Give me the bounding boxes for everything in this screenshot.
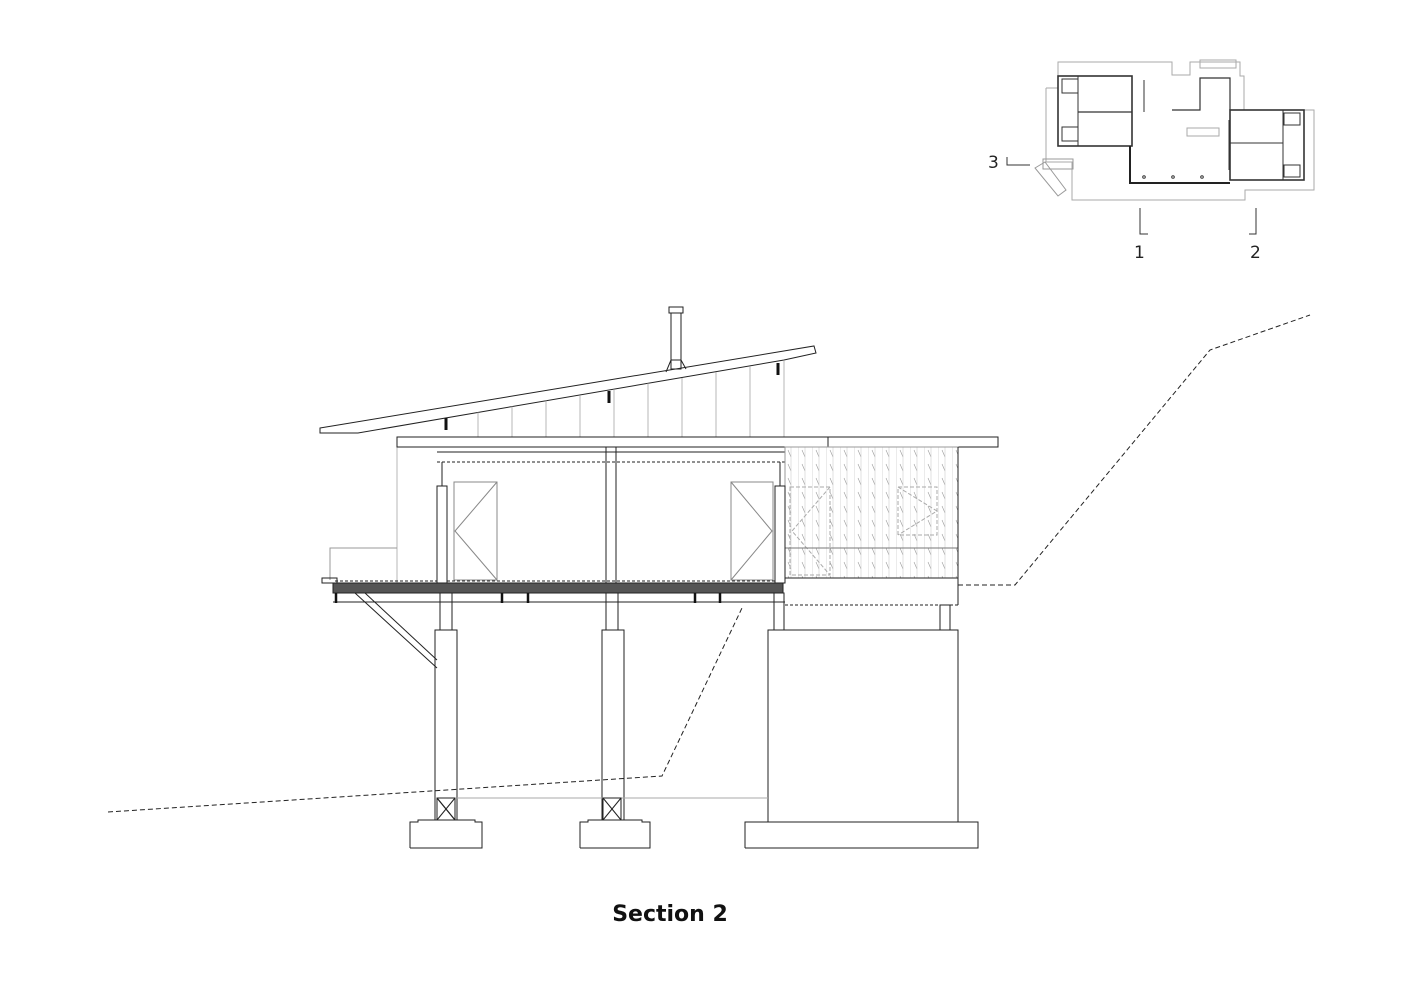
section-marker-3-label: 3 [988,153,999,173]
section-marker-2-label: 2 [1250,243,1261,263]
drawing-caption: Section 2 [612,902,728,927]
section-marker-2: 2 [1249,208,1261,263]
section-marker-1: 1 [1134,208,1148,263]
section-marker-3: 3 [988,153,1030,173]
key-plan: 1 2 3 [988,59,1315,263]
building-section [107,306,1311,849]
section-marker-1-label: 1 [1134,243,1145,263]
